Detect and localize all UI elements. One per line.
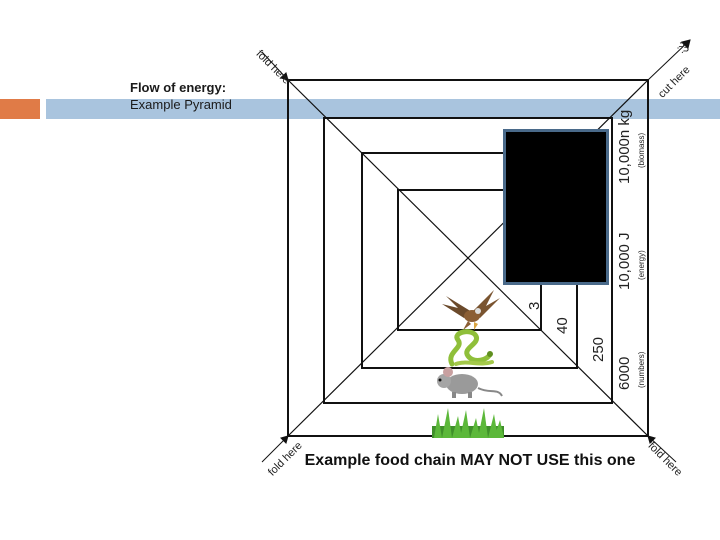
accent-bar-blue [46,99,720,119]
redacted-block [503,129,609,285]
hawk-icon [442,290,500,330]
pyramid-square-2 [323,117,613,404]
accent-bar-orange [0,99,40,119]
energy-note-label: (energy) [637,250,646,280]
count-snake-label: 250 [590,336,607,362]
grass-icon [432,408,504,438]
mouse-icon [437,367,503,398]
snake-icon [448,329,494,367]
numbers-note-label: (numbers) [637,351,646,388]
energy-label: 10,000 J [616,232,633,290]
biomass-note-label: (biomass) [637,132,646,168]
slide-subtitle: Example Pyramid [130,97,232,112]
slide-title: Flow of energy: [130,80,227,95]
biomass-label: 10,000n kg [616,109,633,184]
count-top-label: 3 [526,301,543,310]
caption-text: Example food chain MAY NOT USE this one [304,452,636,469]
count-hawk-label: 40 [554,317,571,334]
count-mouse-label: 6000 [616,356,633,390]
